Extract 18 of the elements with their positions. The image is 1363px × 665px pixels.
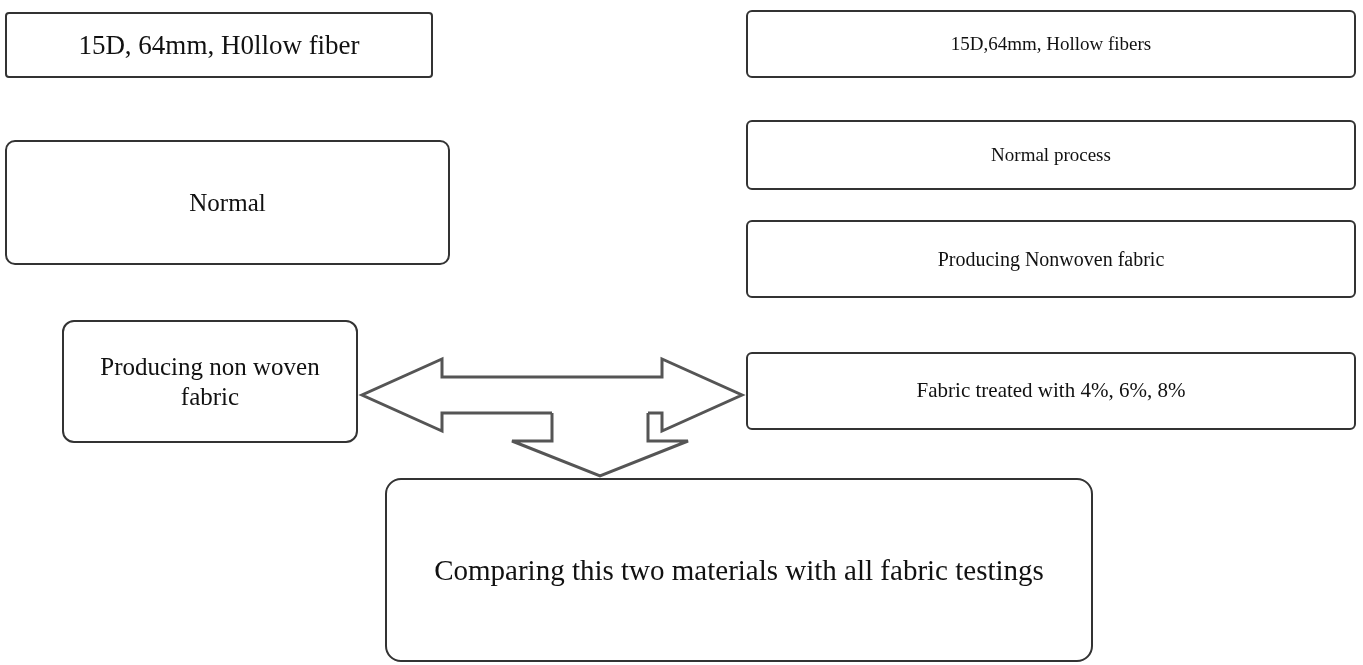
process-box <box>62 320 358 443</box>
box-label: Fabric treated with 4%, 6%, 8% <box>916 378 1186 404</box>
box-label: 15D,64mm, Hollow fibers <box>950 32 1152 56</box>
box-label: Comparing this two materials with all fabric testings <box>434 552 1044 588</box>
process-box <box>746 352 1356 430</box>
process-box <box>5 12 433 78</box>
process-box <box>385 478 1093 662</box>
block-arrow <box>358 356 746 434</box>
box-label: Normal process <box>991 143 1111 167</box>
process-box <box>746 120 1356 190</box>
box-label: Producing Nonwoven fabric <box>937 247 1165 271</box>
process-box <box>5 140 450 265</box>
box-label: Normal <box>189 187 266 218</box>
block-arrow <box>510 411 690 478</box>
process-box <box>746 10 1356 78</box>
box-label: 15D, 64mm, H0llow fiber <box>78 28 360 62</box>
box-label: Producing non woven fabric <box>99 351 321 412</box>
process-box <box>746 220 1356 298</box>
